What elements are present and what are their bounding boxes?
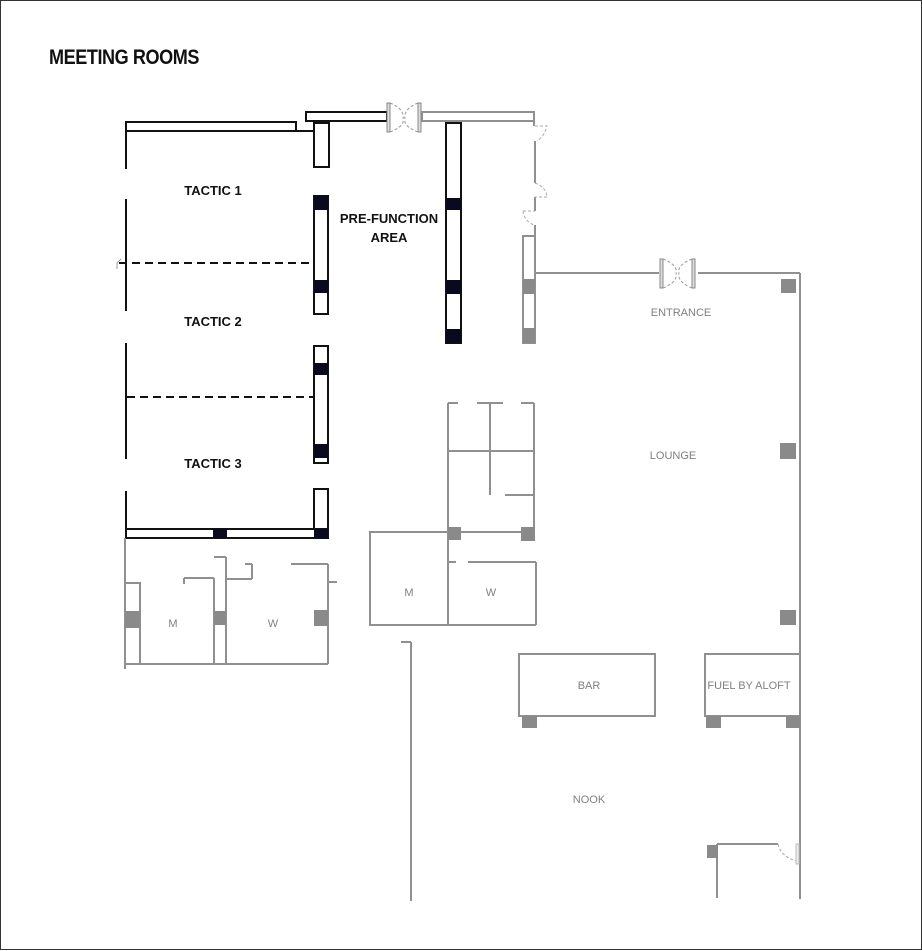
page-title: MEETING ROOMS xyxy=(49,46,199,69)
room-restroom-w-left[interactable]: W xyxy=(227,581,327,663)
room-label-nook: NOOK xyxy=(573,794,606,806)
room-pre-function-area[interactable]: PRE-FUNCTION AREA xyxy=(331,123,444,343)
room-fuel-by-aloft[interactable]: FUEL BY ALOFT xyxy=(706,655,799,715)
room-label-w-center: W xyxy=(486,587,497,599)
structural-columns-gray xyxy=(125,279,800,858)
room-label-m-center: M xyxy=(404,587,413,599)
room-label-entrance: ENTRANCE xyxy=(651,307,712,319)
partition-door-icon xyxy=(116,258,122,269)
room-nook[interactable]: NOOK xyxy=(413,731,703,891)
room-label-tactic-3: TACTIC 3 xyxy=(184,456,242,471)
room-tactic-1[interactable]: TACTIC 1 xyxy=(128,133,312,261)
main-double-door-icon xyxy=(386,102,422,133)
room-tactic-3[interactable]: TACTIC 3 xyxy=(128,399,312,527)
room-label-fuel-by-aloft: FUEL BY ALOFT xyxy=(707,680,790,692)
room-bar[interactable]: BAR xyxy=(520,655,654,715)
room-restroom-m-center[interactable]: M xyxy=(371,541,447,624)
entrance-double-door-icon xyxy=(659,258,696,289)
side-door-icons xyxy=(522,125,798,862)
room-lounge[interactable]: LOUNGE xyxy=(541,341,791,601)
room-tactic-2[interactable]: TACTIC 2 xyxy=(128,265,312,395)
room-label-w-left: W xyxy=(268,618,279,630)
room-restroom-w-center[interactable]: W xyxy=(449,563,535,624)
room-restroom-m-left[interactable]: M xyxy=(141,585,213,663)
room-label-tactic-1: TACTIC 1 xyxy=(184,183,242,198)
storage-door-icon xyxy=(795,843,800,865)
room-label-tactic-2: TACTIC 2 xyxy=(184,314,242,329)
room-entrance[interactable]: ENTRANCE xyxy=(601,296,761,326)
structural-columns-dark xyxy=(213,196,461,538)
room-label-m-left: M xyxy=(168,618,177,630)
room-label-pre-function: PRE-FUNCTION xyxy=(340,211,438,226)
room-label-lounge: LOUNGE xyxy=(650,450,696,462)
operable-partitions xyxy=(119,262,313,398)
room-label-bar: BAR xyxy=(578,680,601,692)
room-label-area: AREA xyxy=(371,230,408,245)
